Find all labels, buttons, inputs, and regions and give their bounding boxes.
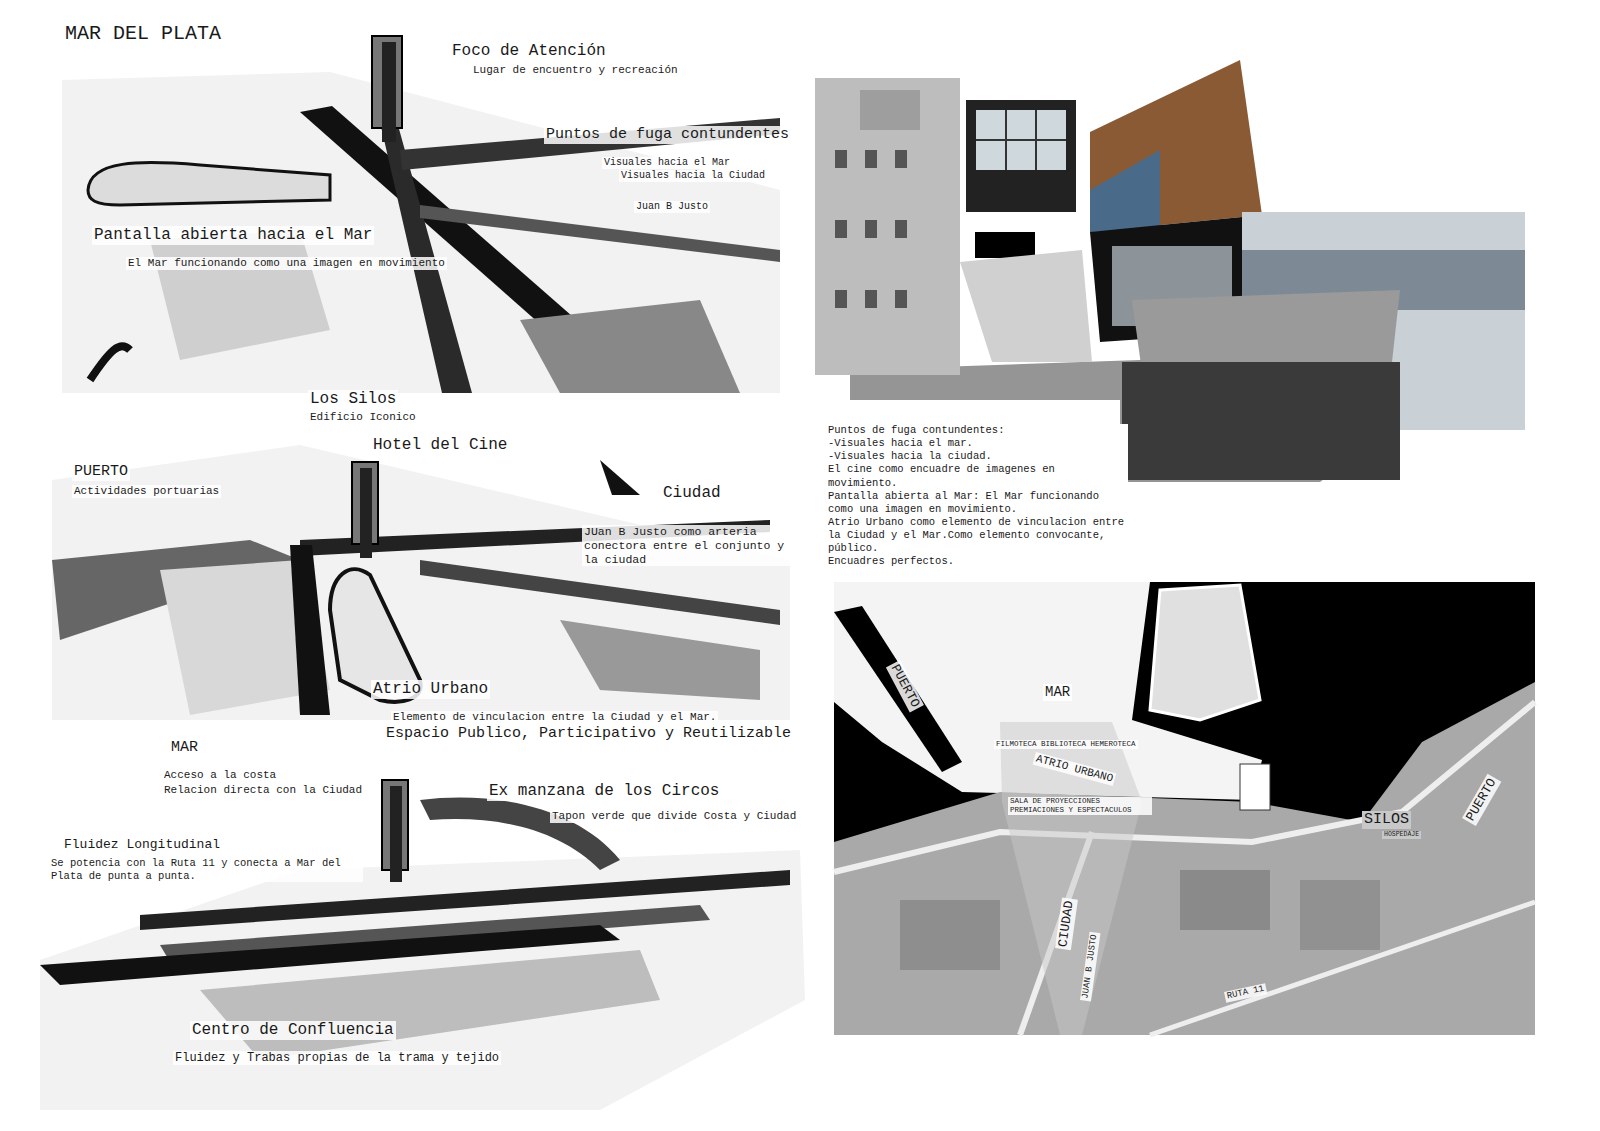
note-line: -Visuales hacia el mar. xyxy=(828,437,1128,450)
annotation-label: PUERTO xyxy=(72,463,130,481)
annotation-label: Espacio Publico, Participativo y Reutili… xyxy=(384,725,793,743)
note-line: Puntos de fuga contundentes: xyxy=(828,424,1128,437)
annotation-label: Actividades portuarias xyxy=(72,485,221,498)
annotation-label: Pantalla abierta hacia el Mar xyxy=(92,226,374,245)
annotation-label: JUan B Justo como arteria conectora entr… xyxy=(582,525,801,566)
annotation-label: Fluidez Longitudinal xyxy=(62,837,222,853)
plan-label: SILOS xyxy=(1362,811,1411,829)
annotation-label: Puntos de fuga contundentes xyxy=(544,126,791,144)
annotation-label: Visuales hacia el Mar xyxy=(602,157,732,169)
annotation-label: Juan B Justo xyxy=(634,201,710,213)
annotation-label: Fluidez y Trabas propias de la trama y t… xyxy=(173,1051,501,1065)
annotation-label: Elemento de vinculacion entre la Ciudad … xyxy=(391,711,718,724)
photo-collage xyxy=(815,60,1525,482)
model-photo-3 xyxy=(40,780,805,1110)
plan-label: HOSPEDAJE xyxy=(1382,831,1421,839)
annotation-label: El Mar funcionando como una imagen en mo… xyxy=(126,257,447,270)
note-column: Puntos de fuga contundentes:-Visuales ha… xyxy=(828,424,1128,568)
plan-label: SALA DE PROYECCIONES PREMIACIONES Y ESPE… xyxy=(1008,797,1152,815)
annotation-label: Centro de Confluencia xyxy=(190,1021,396,1040)
note-line: -Visuales hacia la ciudad. xyxy=(828,450,1128,463)
annotation-label: Visuales hacia la Ciudad xyxy=(619,170,767,182)
annotation-label: Los Silos xyxy=(308,390,398,409)
annotation-label: Relacion directa con la Ciudad xyxy=(162,784,364,797)
model-photo-1 xyxy=(62,36,780,393)
board-title: MAR DEL PLATA xyxy=(63,22,223,46)
note-line: Atrio Urbano como elemento de vinculacio… xyxy=(828,516,1128,555)
site-plan xyxy=(834,582,1535,1035)
annotation-label: Ciudad xyxy=(661,484,723,503)
model-photo-2 xyxy=(52,445,790,720)
note-line: Pantalla abierta al Mar: El Mar funciona… xyxy=(828,490,1128,516)
plan-label: MAR xyxy=(1043,684,1072,701)
annotation-label: Atrio Urbano xyxy=(371,680,490,699)
annotation-label: Foco de Atención xyxy=(450,42,608,61)
note-line: El cine como encuadre de imagenes en mov… xyxy=(828,463,1128,489)
annotation-label: Tapon verde que divide Costa y Ciudad xyxy=(550,810,798,823)
annotation-label: Se potencia con la Ruta 11 y conecta a M… xyxy=(49,857,363,882)
annotation-label: Edificio Iconico xyxy=(308,411,418,424)
annotation-label: Lugar de encuentro y recreación xyxy=(471,64,680,77)
annotation-label: MAR xyxy=(169,739,200,757)
note-line: Encuadres perfectos. xyxy=(828,555,1128,568)
annotation-label: Ex manzana de los Circos xyxy=(487,782,721,801)
plan-label: FILMOTECA BIBLIOTECA HEMEROTECA xyxy=(994,740,1138,749)
annotation-label: Acceso a la costa xyxy=(162,769,278,782)
annotation-label: Hotel del Cine xyxy=(371,436,509,455)
